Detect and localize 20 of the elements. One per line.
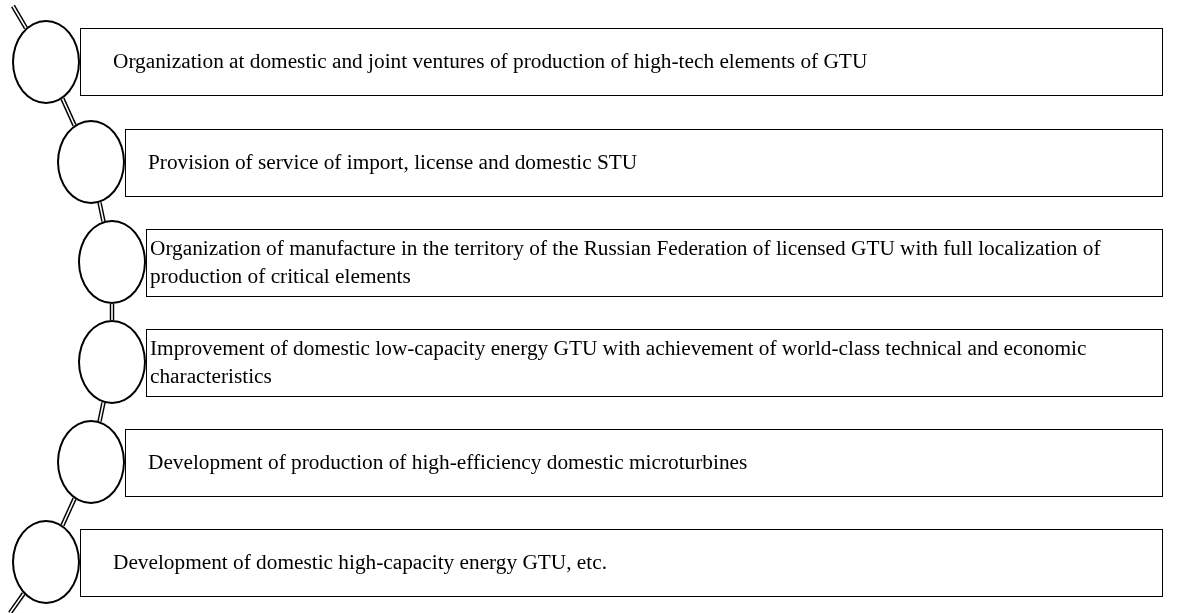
text-box: [146, 229, 1163, 297]
double-line-connector: [60, 97, 77, 127]
double-line-connector: [8, 592, 26, 613]
box-text: Improvement of domestic low-capacity energy GTU with achievement of world-class technical and economic characteristics: [150, 335, 1088, 390]
circle: [12, 20, 80, 104]
circle: [12, 520, 80, 604]
box-text: Provision of service of import, license and domestic STU: [148, 149, 638, 177]
text-box: [80, 28, 1163, 96]
text-box: [125, 129, 1163, 197]
box-text: Development of production of high-efficiency domestic microturbines: [148, 449, 748, 477]
text-box: [80, 529, 1163, 597]
text-box: [146, 329, 1163, 397]
text-box: [125, 429, 1163, 497]
double-line-connector: [97, 201, 106, 223]
box-text: Organization at domestic and joint ventures of production of high-tech elements of GTU: [113, 48, 868, 76]
double-line-connector: [60, 497, 77, 527]
box-text: Organization of manufacture in the territory of the Russian Federation of licensed GTU with full localization of production of critical elements: [150, 235, 1102, 290]
box-text: Development of domestic high-capacity energy GTU, etc.: [113, 549, 607, 577]
double-line-connector: [97, 401, 106, 423]
double-line-connector: [11, 4, 28, 30]
